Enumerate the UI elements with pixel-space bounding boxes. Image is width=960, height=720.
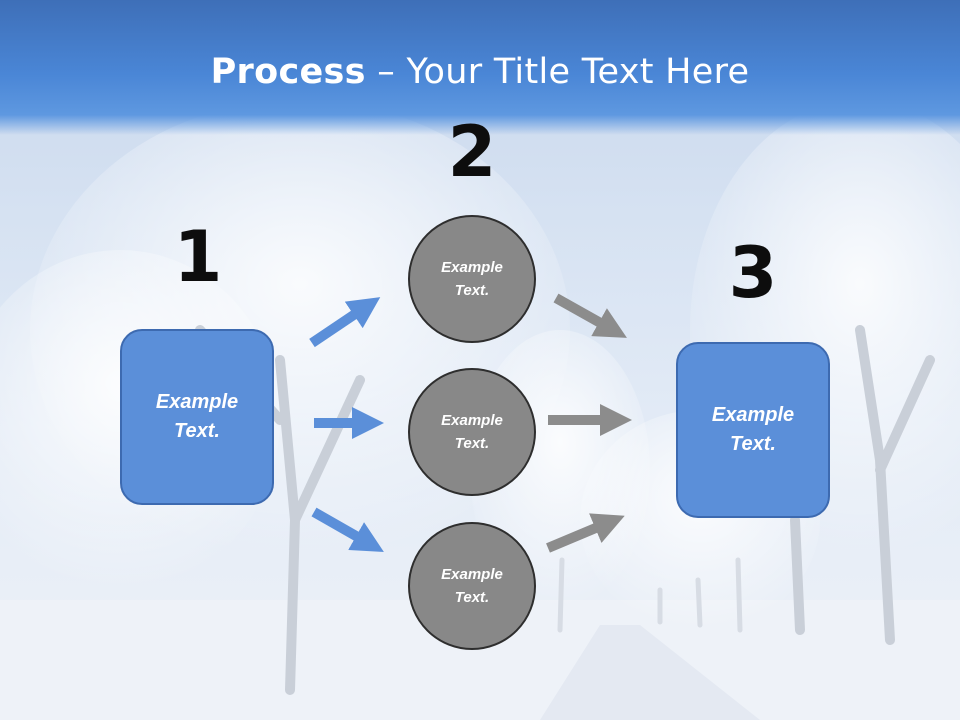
- arrow-from-top-circle: [553, 293, 627, 338]
- step-2-circle-top: Example Text.: [408, 215, 536, 343]
- step-1-text: Example Text.: [155, 391, 239, 442]
- circle-middle-text: Example Text.: [441, 412, 503, 452]
- step-2-circle-bottom: Example Text.: [408, 522, 536, 650]
- circle-top-text: Example Text.: [441, 259, 503, 299]
- title-bold-part: Process: [210, 52, 366, 92]
- circle-bottom-text: Example Text.: [441, 566, 503, 606]
- arrow-from-bottom-circle: [546, 513, 625, 553]
- arrow-to-top-circle: [309, 297, 381, 348]
- slide-title: Process – Your Title Text Here: [0, 52, 960, 92]
- step-2-circle-middle: Example Text.: [408, 368, 536, 496]
- title-text-part: – Your Title Text Here: [365, 52, 750, 92]
- step-number-3: 3: [728, 232, 778, 314]
- step-1-box: Example Text.: [120, 329, 274, 505]
- arrow-to-bottom-circle: [311, 507, 384, 552]
- step-3-text: Example Text.: [711, 404, 795, 455]
- step-number-2: 2: [447, 111, 497, 193]
- step-3-box: Example Text.: [676, 342, 830, 518]
- title-bar: [0, 0, 960, 135]
- step-number-1: 1: [173, 216, 223, 298]
